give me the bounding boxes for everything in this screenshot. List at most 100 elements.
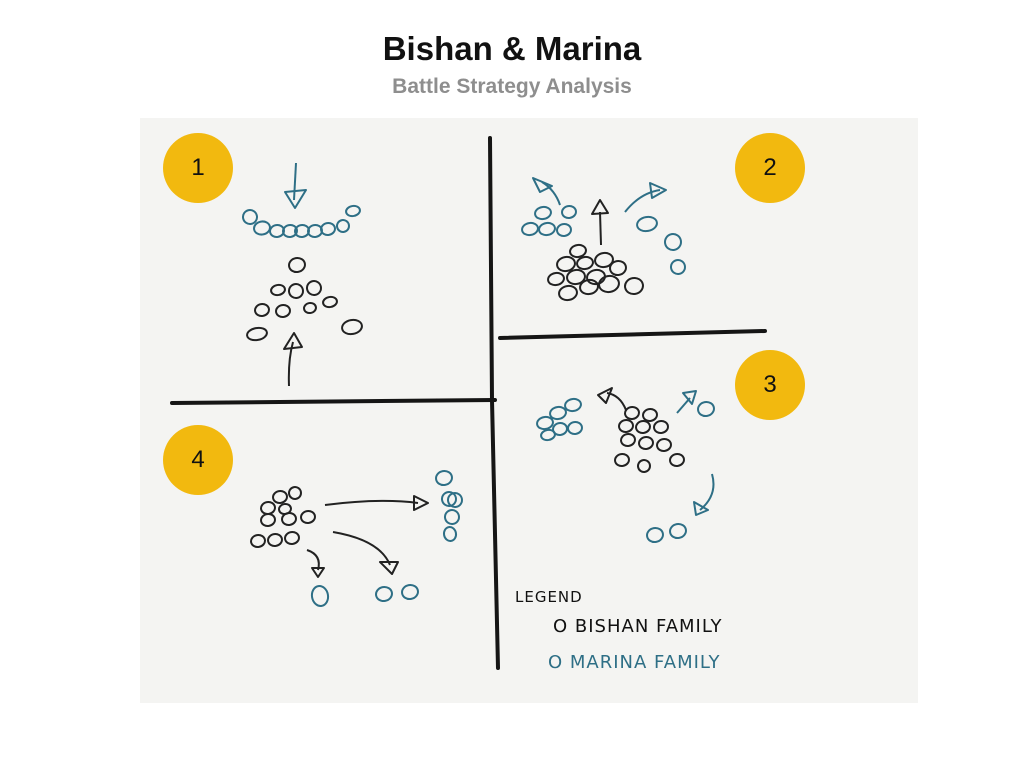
marina-unit [442,526,458,542]
bishan-unit [609,259,627,277]
bishan-unit [288,256,306,274]
quadrant-4-badge: 4 [163,425,233,495]
marina-unit [670,259,686,275]
bishan-arrow-shaft [287,341,294,387]
bishan-unit [598,274,620,294]
bishan-unit [620,432,636,448]
marina-arrow-head [649,182,667,199]
marina-arrow-head [284,189,307,209]
bishan-arrow-shaft [324,499,419,506]
bishan-unit [288,486,302,500]
bishan-unit [594,251,614,269]
divider-vertical [488,136,500,670]
marina-unit [444,509,460,525]
bishan-unit [624,276,644,296]
bishan-arrow-head [379,561,399,575]
marina-unit [521,221,539,237]
marina-unit [375,585,393,603]
marina-arrow-shaft [624,189,661,213]
marina-unit [540,428,556,442]
bishan-arrow-shaft [332,531,391,566]
bishan-unit [579,278,599,296]
bishan-arrow-head [591,199,609,215]
bishan-unit [547,271,565,287]
marina-unit [320,221,336,237]
legend-bishan: O BISHAN FAMILY [553,616,723,637]
marina-unit [669,522,687,540]
marina-unit [336,219,350,233]
bishan-unit [303,301,317,315]
marina-unit [549,405,567,421]
bishan-unit [306,280,322,296]
bishan-unit [288,283,304,299]
legend-marina: O MARINA FAMILY [548,652,721,673]
bishan-arrow-head [597,387,613,404]
marina-unit [253,220,271,236]
divider-horizontal-right [498,329,767,340]
bishan-unit [638,435,654,451]
marina-unit [697,400,715,418]
marina-unit [646,526,664,544]
bishan-unit [281,511,297,527]
slide-subtitle: Battle Strategy Analysis [392,75,632,98]
bishan-unit [250,533,266,549]
bishan-unit [614,452,630,468]
quadrant-3-badge: 3 [735,350,805,420]
marina-unit [536,415,554,431]
bishan-unit [275,303,291,319]
bishan-unit [576,255,594,271]
marina-unit [401,583,419,601]
marina-unit [664,233,682,251]
bishan-unit [284,530,300,546]
bishan-arrow-head [311,567,325,578]
marina-unit [435,469,453,487]
bishan-unit [260,512,276,528]
marina-arrow-head [682,390,697,405]
marina-arrow-head [532,177,553,193]
bishan-unit [270,283,286,297]
bishan-unit [618,418,634,434]
bishan-unit [341,318,363,336]
marina-unit [345,204,361,218]
bishan-unit [635,419,651,435]
bishan-arrow-head [413,495,429,511]
marina-unit [561,204,577,220]
bishan-unit [669,452,685,468]
marina-arrow-head [693,501,709,516]
marina-unit [564,397,582,413]
bishan-unit [556,255,576,273]
bishan-unit [322,295,338,309]
marina-unit [556,222,572,238]
bishan-unit [254,302,270,318]
quadrant-2-badge: 2 [735,133,805,203]
bishan-unit [642,407,658,423]
bishan-unit [566,268,586,286]
marina-arrow-shaft [699,473,715,511]
bishan-arrow-shaft [599,211,602,246]
bishan-unit [558,284,578,302]
quadrant-1-badge: 1 [163,133,233,203]
marina-unit [636,215,658,233]
marina-unit [538,221,556,237]
marina-arrow-shaft [293,162,297,201]
bishan-unit [624,405,640,421]
bishan-unit [637,459,651,473]
marina-arrow-shaft [676,397,691,414]
slide-title: Bishan & Marina [382,30,642,67]
marina-unit [282,223,298,239]
bishan-unit [246,326,268,342]
marina-unit [310,585,330,607]
bishan-arrow-head [283,332,303,350]
bishan-unit [300,509,316,525]
marina-unit [447,492,463,508]
bishan-unit [272,489,288,505]
marina-unit [534,205,552,221]
legend-title: LEGEND [515,588,583,606]
bishan-unit [653,419,669,435]
marina-unit [242,209,258,225]
marina-unit [567,420,583,436]
divider-horizontal-left [170,398,497,405]
bishan-unit [267,532,283,548]
bishan-unit [569,243,587,259]
